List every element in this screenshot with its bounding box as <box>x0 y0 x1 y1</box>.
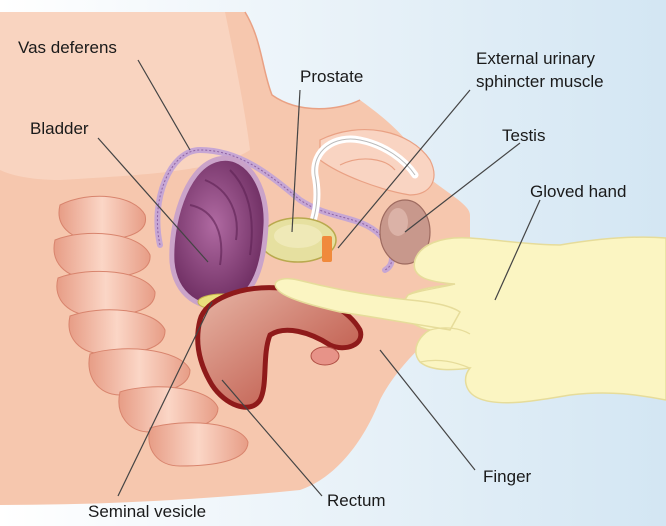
label-rectum: Rectum <box>327 490 386 511</box>
label-bladder: Bladder <box>30 118 89 139</box>
label-finger: Finger <box>483 466 531 487</box>
label-external-urinary-line2: sphincter muscle <box>476 71 604 92</box>
label-testis: Testis <box>502 125 545 146</box>
label-gloved-hand: Gloved hand <box>530 181 626 202</box>
sphincter-marker <box>322 236 332 262</box>
anal-tissue-lower <box>311 347 339 365</box>
label-vas-deferens: Vas deferens <box>18 37 117 58</box>
label-prostate: Prostate <box>300 66 363 87</box>
prostate-highlight <box>274 224 322 248</box>
label-external-urinary-line1: External urinary <box>476 48 595 69</box>
label-seminal-vesicle: Seminal vesicle <box>88 501 206 522</box>
